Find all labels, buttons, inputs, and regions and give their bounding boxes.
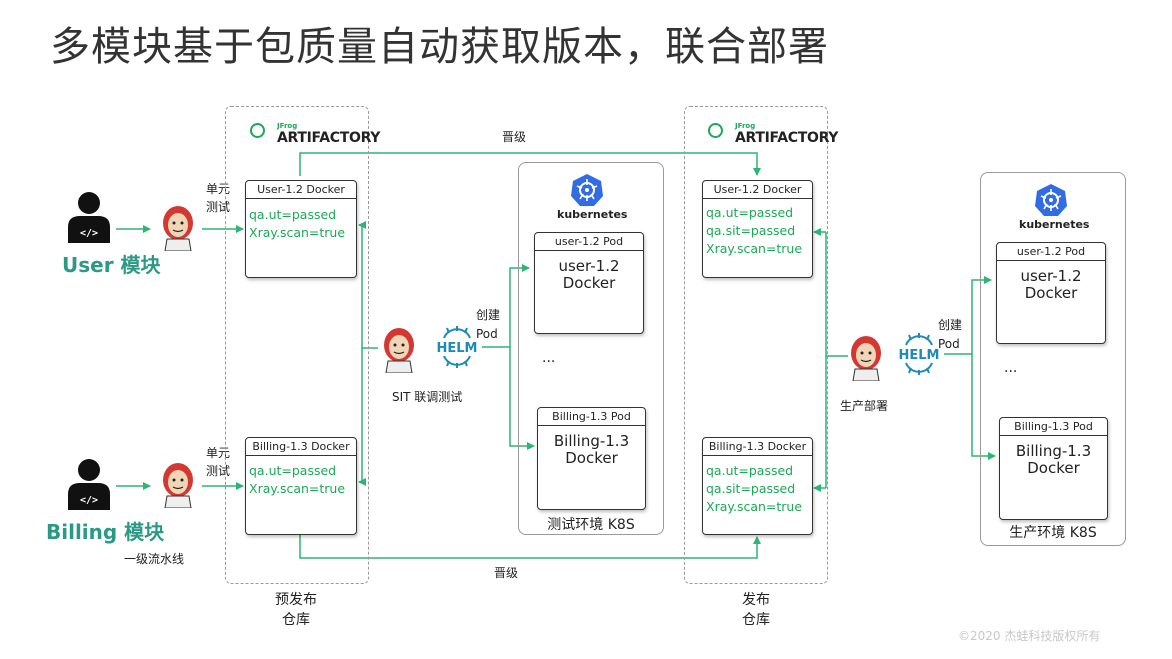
card-line: Xray.scan=true (706, 241, 803, 256)
card-line: qa.ut=passed (706, 205, 794, 220)
card-line: Xray.scan=true (706, 499, 803, 514)
card-header: User-1.2 Docker (703, 181, 812, 199)
arrow-helm-test-user-pod (509, 264, 530, 347)
pod-body: Billing-1.3 Docker (1015, 442, 1092, 477)
prerelease-repository (225, 106, 369, 584)
prod-k8s-env (980, 172, 1126, 546)
pod-header: Billing-1.3 Pod (538, 408, 645, 426)
promote-label: 晋级 (494, 566, 519, 580)
release-billing-card: Billing-1.3 Docker qa.ut=passed qa.sit=p… (702, 437, 813, 535)
sit-label: SIT 联调测试 (392, 390, 463, 404)
kubernetes-icon (1034, 183, 1068, 221)
card-line: Xray.scan=true (249, 481, 346, 496)
jenkins-icon (378, 325, 420, 377)
unit-test-label: 单元 测试 (206, 446, 231, 478)
release-user-card: User-1.2 Docker qa.ut=passed qa.sit=pass… (702, 180, 813, 278)
helm-icon: HELM (430, 326, 484, 372)
pod-body: Billing-1.3 Docker (553, 432, 630, 467)
arrow-helm-prod-user-pod (971, 276, 992, 354)
card-line: qa.ut=passed (249, 463, 337, 478)
jfrog-icon (708, 123, 723, 138)
developer-icon: </> (66, 191, 112, 247)
arrow-helm-prod-billing-pod (971, 354, 996, 460)
test-billing-pod: Billing-1.3 Pod Billing-1.3 Docker (537, 407, 646, 510)
prerelease-label: 预发布 仓库 (275, 592, 317, 628)
card-line: qa.ut=passed (706, 463, 794, 478)
prod-user-pod: user-1.2 Pod user-1.2 Docker (996, 242, 1106, 344)
create-pod-label: 创建 Pod (476, 308, 501, 341)
jenkins-icon (157, 460, 199, 512)
developer-icon: </> (66, 458, 112, 514)
billing-module-label: Billing 模块 (46, 520, 165, 544)
user-module-label: User 模块 (62, 253, 161, 277)
pod-header: Billing-1.3 Pod (1000, 418, 1107, 436)
release-label: 发布 仓库 (742, 592, 770, 628)
prod-billing-pod: Billing-1.3 Pod Billing-1.3 Docker (999, 417, 1108, 520)
pod-header: user-1.2 Pod (535, 233, 643, 251)
test-k8s-env (518, 162, 664, 535)
card-header: Billing-1.3 Docker (703, 438, 812, 456)
card-line: qa.ut=passed (249, 207, 337, 222)
card-header: User-1.2 Docker (246, 181, 356, 199)
pod-body: user-1.2 Docker (558, 257, 620, 292)
ellipsis: ... (542, 350, 556, 366)
promote-label: 晋级 (502, 130, 527, 144)
card-line: Xray.scan=true (249, 225, 346, 240)
kubernetes-icon (570, 173, 604, 211)
release-repository (684, 106, 828, 584)
copyright: ©2020 杰蛙科技版权所有 (958, 629, 1101, 643)
card-line: qa.sit=passed (706, 223, 796, 238)
prod-env-name: 生产环境 K8S (1009, 525, 1097, 541)
jfrog-icon (250, 123, 265, 138)
page-title: 多模块基于包质量自动获取版本，联合部署 (50, 24, 829, 70)
pipeline-note: 一级流水线 (124, 552, 185, 566)
helm-label: HELM (437, 341, 478, 356)
prod-deploy-label: 生产部署 (840, 399, 889, 413)
arrow-helm-test-billing-pod (509, 347, 535, 450)
svg-text:</>: </> (80, 228, 98, 239)
kubernetes-label: kubernetes (557, 208, 628, 221)
test-user-pod: user-1.2 Pod user-1.2 Docker (534, 232, 644, 334)
arrow-promote-user (299, 152, 761, 176)
unit-test-label: 单元 测试 (206, 182, 231, 214)
helm-label: HELM (899, 348, 940, 363)
kubernetes-label: kubernetes (1019, 218, 1090, 231)
prerelease-billing-card: Billing-1.3 Docker qa.ut=passed Xray.sca… (245, 437, 357, 535)
arrow-promote-billing (299, 535, 761, 559)
ellipsis: ... (1004, 360, 1018, 376)
helm-icon: HELM (892, 333, 946, 379)
pod-header: user-1.2 Pod (997, 243, 1105, 261)
jenkins-icon (845, 333, 887, 385)
pod-body: user-1.2 Docker (1020, 267, 1082, 302)
svg-text:</>: </> (80, 495, 98, 506)
create-pod-label: 创建 Pod (938, 318, 963, 351)
card-header: Billing-1.3 Docker (246, 438, 356, 456)
card-line: qa.sit=passed (706, 481, 796, 496)
prerelease-user-card: User-1.2 Docker qa.ut=passed Xray.scan=t… (245, 180, 357, 278)
jenkins-icon (157, 203, 199, 255)
test-env-name: 测试环境 K8S (547, 517, 635, 533)
